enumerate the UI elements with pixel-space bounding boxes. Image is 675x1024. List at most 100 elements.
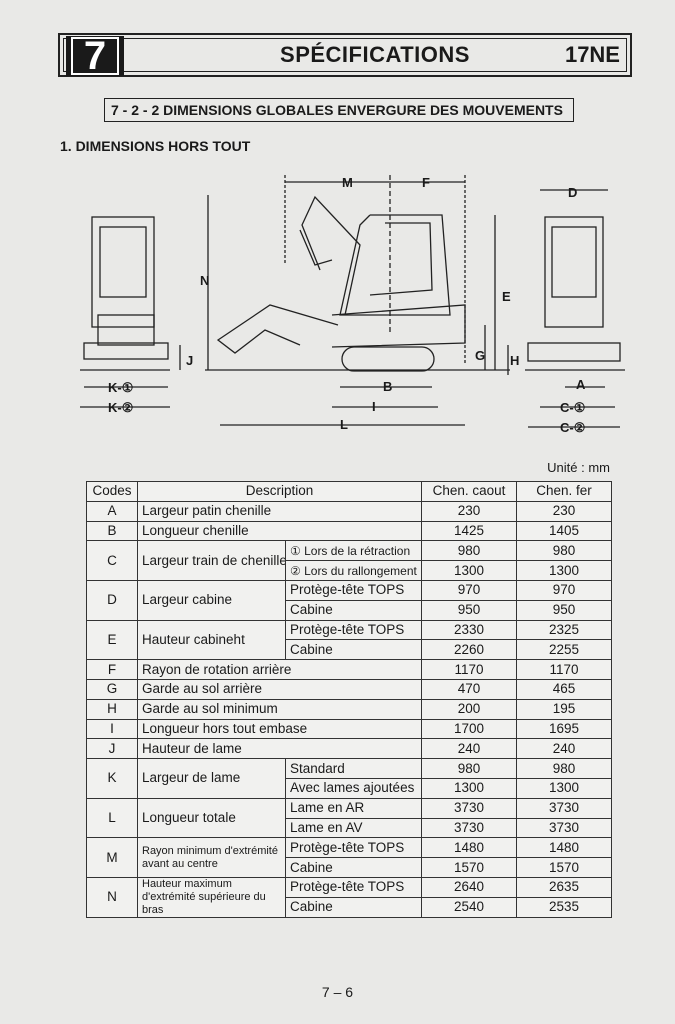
- row-subdescription: Avec lames ajoutées: [285, 777, 422, 799]
- row-value-steel: 240: [516, 738, 612, 760]
- dim-label-m: M: [342, 175, 353, 190]
- dim-label-k2: K-②: [108, 400, 133, 415]
- dim-label-f: F: [422, 175, 430, 190]
- section-title: 7 - 2 - 2 DIMENSIONS GLOBALES ENVERGURE …: [104, 98, 574, 122]
- row-description: Rayon de rotation arrière: [137, 659, 422, 680]
- row-value-rubber: 2260: [421, 639, 517, 661]
- row-subdescription: ② Lors du rallongement: [285, 560, 422, 581]
- chapter-header: [58, 33, 632, 77]
- dim-label-g: G: [475, 348, 485, 363]
- dim-label-n: N: [200, 273, 209, 288]
- dim-label-c2: C-②: [560, 420, 585, 435]
- row-value-rubber: 1425: [421, 520, 517, 542]
- row-value-rubber: 1700: [421, 718, 517, 740]
- row-description: Rayon minimum d'extrémité avant au centr…: [137, 837, 286, 878]
- row-description: Largeur de lame: [137, 758, 286, 799]
- row-description: Garde au sol minimum: [137, 698, 422, 720]
- dim-label-l: L: [340, 417, 348, 432]
- row-description: Hauteur cabineht: [137, 619, 286, 661]
- row-value-steel: 465: [516, 678, 612, 700]
- row-value-rubber: 1300: [421, 560, 517, 581]
- dim-label-a: A: [576, 377, 586, 392]
- row-value-rubber: 980: [421, 758, 517, 779]
- table-header-row: Codes Description Chen. caout Chen. fer: [86, 481, 612, 502]
- row-value-steel: 3730: [516, 817, 612, 839]
- row-subdescription: Cabine: [285, 896, 422, 918]
- row-subdescription: Protège-tête TOPS: [285, 837, 422, 859]
- dim-label-b: B: [383, 379, 392, 394]
- row-value-rubber: 1480: [421, 837, 517, 859]
- row-value-steel: 3730: [516, 797, 612, 819]
- row-value-rubber: 470: [421, 678, 517, 700]
- row-value-steel: 950: [516, 599, 612, 621]
- front-view-cab: [91, 216, 155, 328]
- row-code: K: [86, 758, 138, 799]
- row-value-rubber: 2640: [421, 876, 517, 898]
- row-code: G: [86, 678, 138, 700]
- row-subdescription: ① Lors de la rétraction: [285, 540, 422, 562]
- row-subdescription: Lame en AV: [285, 817, 422, 839]
- row-code: B: [86, 520, 138, 542]
- row-value-rubber: 1300: [421, 777, 517, 799]
- row-code: C: [86, 540, 138, 581]
- row-value-rubber: 950: [421, 599, 517, 621]
- row-value-steel: 980: [516, 758, 612, 779]
- row-subdescription: Lame en AR: [285, 797, 422, 819]
- model-name: 17NE: [564, 42, 620, 67]
- row-subdescription: Protège-tête TOPS: [285, 876, 422, 898]
- row-value-steel: 980: [516, 540, 612, 562]
- unit-label: Unité : mm: [547, 460, 610, 475]
- row-value-steel: 1300: [516, 560, 612, 581]
- excavator-dimension-diagram: M F D N E J G H A B I L K-① K-② C-① C-②: [80, 175, 625, 435]
- row-code: L: [86, 797, 138, 839]
- row-value-steel: 230: [516, 500, 612, 522]
- col-header-rubber: Chen. caout: [421, 481, 517, 502]
- row-subdescription: Cabine: [285, 599, 422, 621]
- row-description: Longueur totale: [137, 797, 286, 839]
- row-code: A: [86, 500, 138, 522]
- row-subdescription: Cabine: [285, 639, 422, 661]
- col-header-description: Description: [137, 481, 422, 502]
- row-subdescription: Standard: [285, 758, 422, 779]
- row-value-rubber: 2540: [421, 896, 517, 918]
- dim-label-j: J: [186, 353, 193, 368]
- row-description: Hauteur de lame: [137, 738, 422, 760]
- row-code: E: [86, 619, 138, 661]
- row-description: Garde au sol arrière: [137, 678, 422, 700]
- row-value-rubber: 1570: [421, 857, 517, 878]
- row-value-steel: 970: [516, 579, 612, 601]
- row-value-rubber: 1170: [421, 659, 517, 680]
- row-description: Largeur patin chenille: [137, 500, 422, 522]
- row-value-rubber: 980: [421, 540, 517, 562]
- row-code: F: [86, 659, 138, 680]
- row-value-steel: 1300: [516, 777, 612, 799]
- row-subdescription: Cabine: [285, 857, 422, 878]
- page-number: 7 – 6: [321, 984, 354, 1000]
- row-description: Longueur chenille: [137, 520, 422, 542]
- row-value-steel: 2535: [516, 896, 612, 918]
- dim-label-k1: K-①: [108, 380, 133, 395]
- dim-label-h: H: [510, 353, 519, 368]
- page-title: SPÉCIFICATIONS: [280, 42, 470, 67]
- dim-label-e: E: [502, 289, 511, 304]
- col-header-codes: Codes: [86, 481, 138, 502]
- row-value-steel: 1405: [516, 520, 612, 542]
- row-code: J: [86, 738, 138, 760]
- dimensions-table: Codes Description Chen. caout Chen. fer …: [86, 481, 612, 918]
- row-subdescription: Protège-tête TOPS: [285, 579, 422, 601]
